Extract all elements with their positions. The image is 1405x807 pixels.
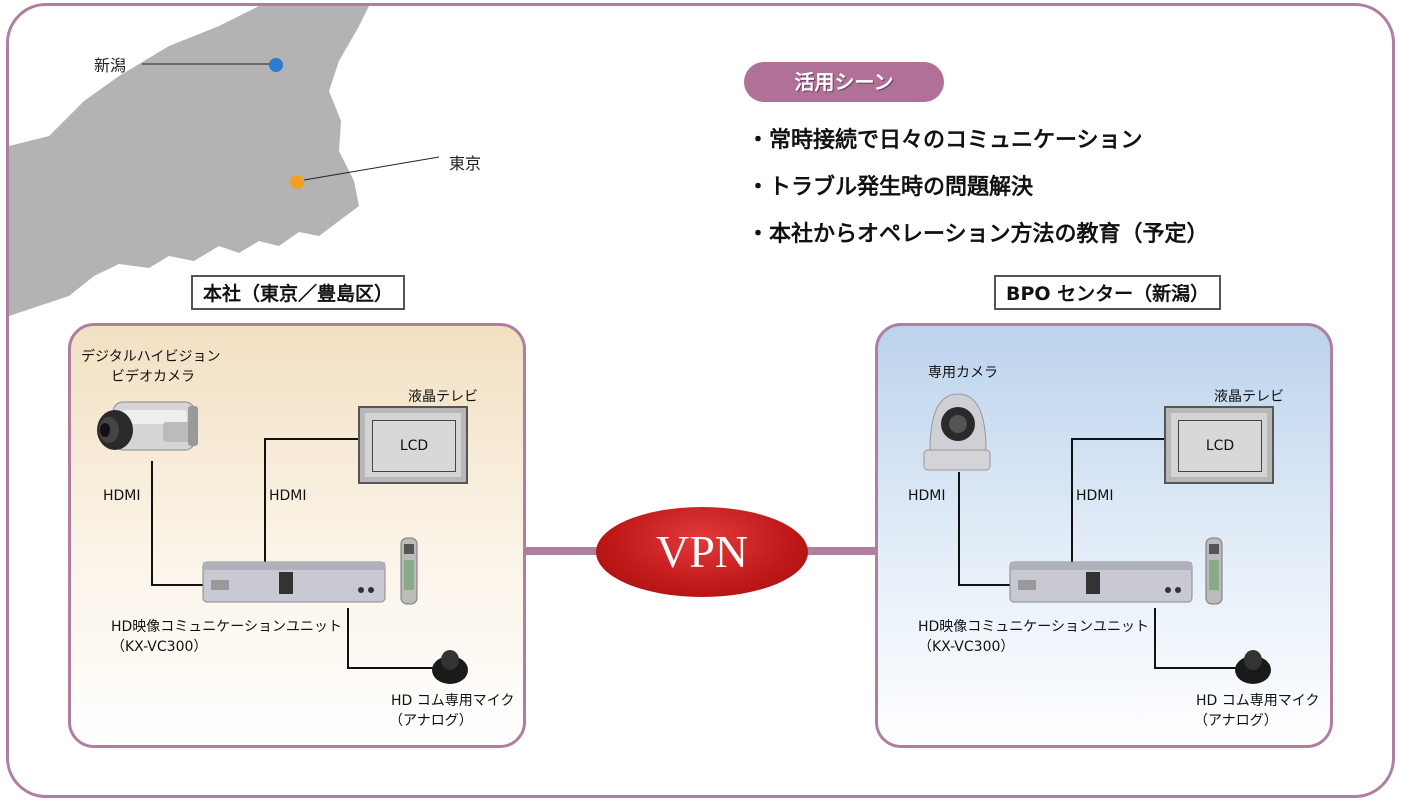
wire-camera-horizontal-r [958,584,1012,586]
wire-mic-horizontal-r [1154,667,1250,669]
wire-tv-vertical-r [1071,438,1073,562]
right-vc-unit-icon [1009,561,1193,603]
left-remote-icon [400,537,418,605]
niigata-dot [269,58,283,72]
wire-camera-horizontal [151,584,205,586]
right-site-panel: 専用カメラ 液晶テレビ LCD HDMI HDMI HD映像コミュニケーションユ… [875,323,1333,748]
right-mic-line1: HD コム専用マイク [1196,693,1320,709]
scene-item-1: ・常時接続で日々のコミュニケーション [747,128,1143,153]
vpn-link-right [804,547,876,555]
right-mic-line2: （アナログ） [1194,713,1278,729]
camera-label-line1: デジタルハイビジョン [81,349,221,365]
wire-mic-horizontal [347,667,447,669]
right-hdmi-camera: HDMI [908,488,946,504]
right-tv-label: 液晶テレビ [1214,389,1284,405]
right-remote-icon [1205,537,1223,605]
wire-tv-horizontal-r [1071,438,1164,440]
right-mic-icon [1235,650,1271,684]
sado-island [241,36,261,64]
left-hdmi-camera: HDMI [103,488,141,504]
right-unit-line1: HD映像コミュニケーションユニット [918,619,1150,635]
left-site-panel: デジタルハイビジョン ビデオカメラ 液晶テレビ LCD HDMI HDMI HD… [68,323,526,748]
scenes-title: 活用シーン [744,62,944,102]
niigata-label: 新潟 [94,56,127,75]
wire-tv-horizontal [264,438,358,440]
tokyo-dot [290,175,304,189]
left-lcd-text: LCD [372,420,456,472]
right-lcd-tv: LCD [1164,406,1274,484]
japan-map [9,6,440,316]
right-site-label: BPO センター（新潟） [994,275,1222,310]
wire-mic-vertical [347,608,349,668]
wire-camera-vertical-r [958,472,960,586]
left-unit-line2: （KX-VC300） [111,639,208,655]
right-unit-line2: （KX-VC300） [918,639,1015,655]
tokyo-label: 東京 [449,154,482,173]
honshu-landmass [9,6,369,316]
left-site-label: 本社（東京／豊島区） [191,275,406,310]
wire-mic-vertical-r [1154,608,1156,668]
right-lcd-text: LCD [1178,420,1262,472]
left-mic-line1: HD コム専用マイク [391,693,515,709]
left-mic-icon [432,650,468,684]
left-hdmi-tv: HDMI [269,488,307,504]
ptz-camera-icon [923,393,991,471]
wire-camera-vertical [151,461,153,586]
video-camera-icon [97,401,198,451]
vpn-link-left [526,547,601,555]
right-camera-label: 専用カメラ [928,365,998,381]
right-hdmi-tv: HDMI [1076,488,1114,504]
left-unit-line1: HD映像コミュニケーションユニット [111,619,343,635]
vpn-ellipse: VPN [596,507,808,597]
left-lcd-tv: LCD [358,406,468,484]
left-tv-label: 液晶テレビ [408,389,478,405]
scene-item-3: ・本社からオペレーション方法の教育（予定） [747,222,1209,247]
left-vc-unit-icon [202,561,386,603]
wire-tv-vertical [264,438,266,562]
camera-label-line2: ビデオカメラ [111,369,195,385]
scene-item-2: ・トラブル発生時の問題解決 [747,175,1034,200]
left-mic-line2: （アナログ） [389,713,473,729]
